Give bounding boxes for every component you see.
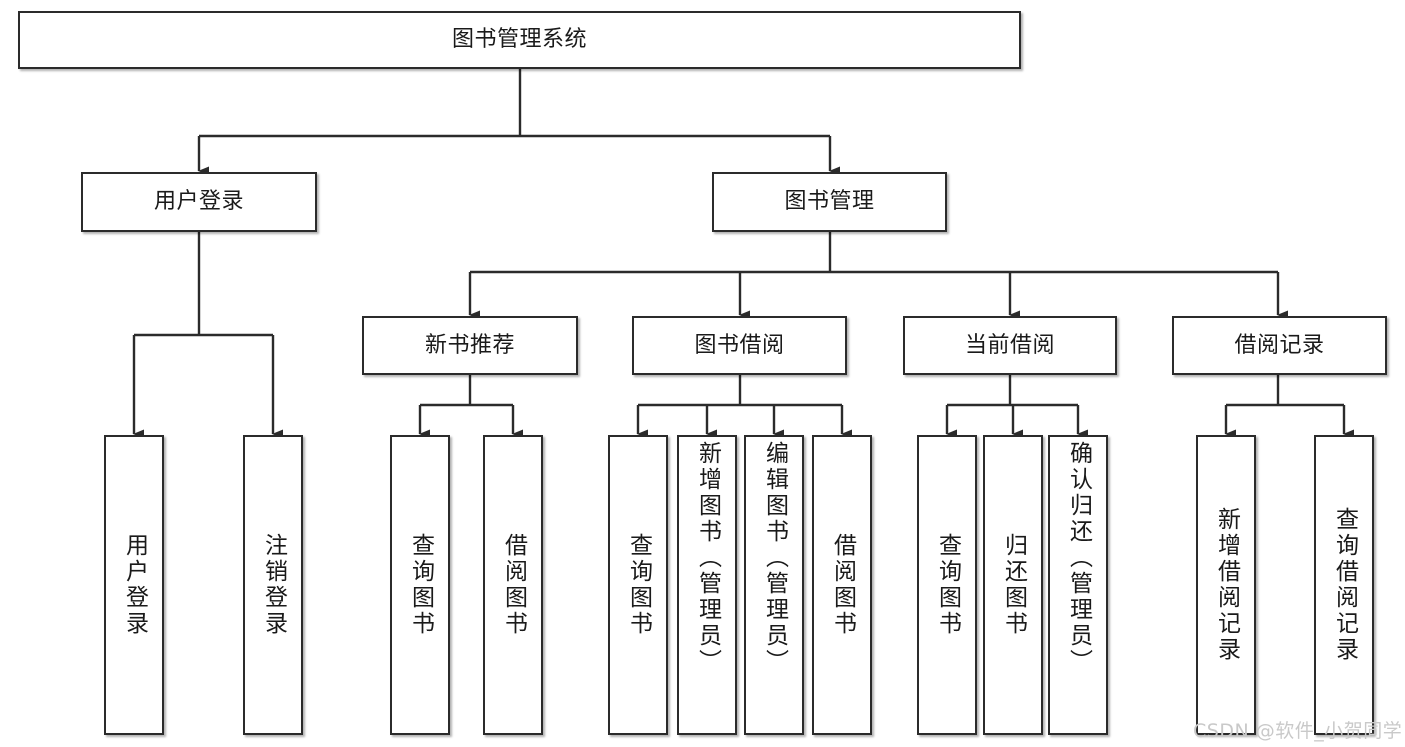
node-leaf-query-book-cur[interactable]: 查询图书 xyxy=(917,435,977,735)
node-leaf-user-login[interactable]: 用户登录 xyxy=(104,435,164,735)
node-leaf-query-borrow-record[interactable]: 查询借阅记录 xyxy=(1314,435,1374,735)
node-label: 图书借阅 xyxy=(694,332,785,358)
node-label: 查询图书 xyxy=(407,533,434,637)
node-leaf-add-borrow-record[interactable]: 新增借阅记录 xyxy=(1196,435,1256,735)
node-label: 查询借阅记录 xyxy=(1331,507,1358,663)
csdn-watermark: CSDN @软件_小贺同学 xyxy=(1193,720,1403,742)
node-label: 借阅图书 xyxy=(829,533,856,637)
node-label: 查询图书 xyxy=(934,533,961,637)
node-label: 用户登录 xyxy=(153,189,244,215)
node-leaf-query-book-bor[interactable]: 查询图书 xyxy=(608,435,668,735)
node-borrow-record[interactable]: 借阅记录 xyxy=(1172,316,1387,375)
node-label: 图书管理 xyxy=(784,189,875,215)
node-book-borrow[interactable]: 图书借阅 xyxy=(632,316,847,375)
node-leaf-logout[interactable]: 注销登录 xyxy=(243,435,303,735)
node-label: 查询图书 xyxy=(625,533,652,637)
node-leaf-query-book-rec[interactable]: 查询图书 xyxy=(390,435,450,735)
node-label: 当前借阅 xyxy=(964,332,1055,358)
node-label: 用户登录 xyxy=(121,533,148,637)
node-label: 编辑图书（管理员） xyxy=(761,441,788,675)
node-label: 新书推荐 xyxy=(424,332,515,358)
node-label: 注销登录 xyxy=(260,533,287,637)
edge-group xyxy=(132,69,1354,439)
node-leaf-borrow-book-bor[interactable]: 借阅图书 xyxy=(812,435,872,735)
node-label: 新增借阅记录 xyxy=(1213,507,1240,663)
node-user-login[interactable]: 用户登录 xyxy=(81,172,317,232)
node-current-borrow[interactable]: 当前借阅 xyxy=(903,316,1117,375)
node-leaf-edit-book-admin[interactable]: 编辑图书（管理员） xyxy=(744,435,804,735)
node-leaf-add-book-admin[interactable]: 新增图书（管理员） xyxy=(677,435,737,735)
node-label: 借阅图书 xyxy=(500,533,527,637)
node-label: 归还图书 xyxy=(1000,533,1027,637)
node-label: 图书管理系统 xyxy=(451,27,587,53)
node-leaf-borrow-book-rec[interactable]: 借阅图书 xyxy=(483,435,543,735)
node-root[interactable]: 图书管理系统 xyxy=(18,11,1021,69)
node-book-manage[interactable]: 图书管理 xyxy=(712,172,947,232)
node-leaf-confirm-return-admin[interactable]: 确认归还（管理员） xyxy=(1048,435,1108,735)
node-label: 借阅记录 xyxy=(1234,332,1325,358)
node-label: 新增图书（管理员） xyxy=(694,441,721,675)
node-new-book-recommend[interactable]: 新书推荐 xyxy=(362,316,578,375)
node-label: 确认归还（管理员） xyxy=(1065,441,1092,675)
node-leaf-return-book[interactable]: 归还图书 xyxy=(983,435,1043,735)
